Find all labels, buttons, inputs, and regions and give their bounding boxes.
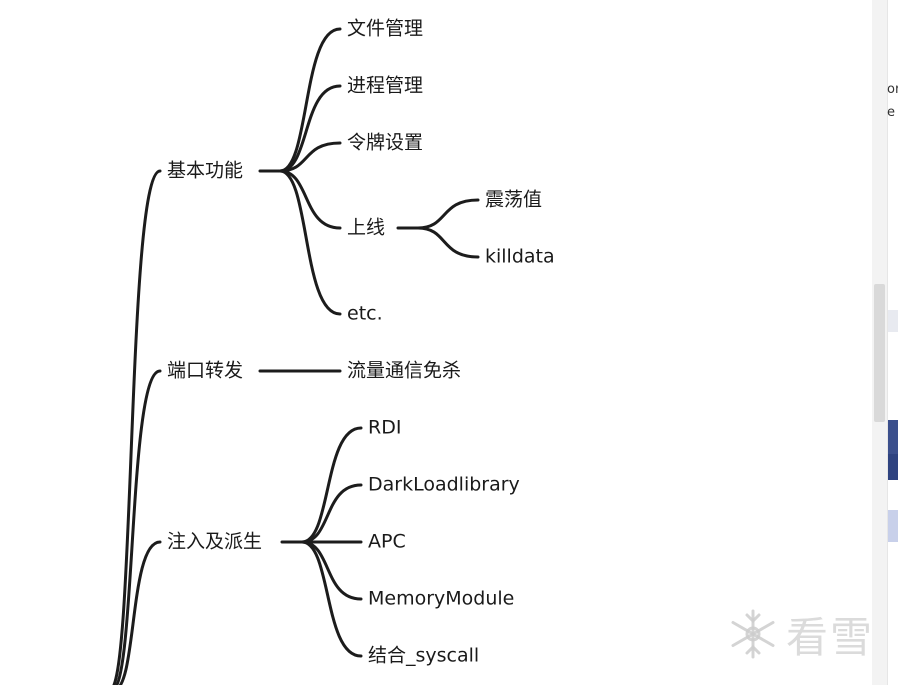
mindmap-connectors xyxy=(112,27,480,685)
connector-injection-child xyxy=(300,540,363,658)
fragment-block xyxy=(888,454,898,480)
node-token-settings[interactable]: 令牌设置 xyxy=(347,131,424,154)
fragment-block xyxy=(888,420,898,454)
node-killdata[interactable]: killdata xyxy=(485,245,555,268)
node-rdi[interactable]: RDI xyxy=(368,416,402,439)
watermark: 看雪 xyxy=(726,606,874,662)
connector-root-basic xyxy=(112,169,162,685)
connector-basic-child xyxy=(278,84,342,173)
scrollbar-thumb[interactable] xyxy=(874,284,885,422)
node-oscillation-value[interactable]: 震荡值 xyxy=(485,188,543,211)
branch-injection-spawn[interactable]: 注入及派生 xyxy=(167,530,263,553)
snowflake-icon xyxy=(731,609,775,659)
connector-root-injection xyxy=(118,540,162,685)
watermark-text: 看雪 xyxy=(786,612,875,662)
connector-injection-child xyxy=(300,540,363,601)
node-memorymodule[interactable]: MemoryModule xyxy=(368,587,515,610)
node-apc[interactable]: APC xyxy=(368,530,406,553)
mindmap-canvas: 基本功能 端口转发 注入及派生 文件管理 进程管理 令牌设置 上线 etc. 震… xyxy=(112,17,555,685)
fragment-block xyxy=(888,310,898,332)
fragment-text-2: e xyxy=(887,105,895,120)
connector-basic-child xyxy=(278,141,342,173)
connector-basic-child xyxy=(278,169,342,316)
node-process-management[interactable]: 进程管理 xyxy=(347,74,424,97)
node-file-management[interactable]: 文件管理 xyxy=(347,17,424,40)
connector-injection-child xyxy=(300,483,363,544)
node-traffic-evasion[interactable]: 流量通信免杀 xyxy=(347,359,462,382)
node-with-syscall[interactable]: 结合_syscall xyxy=(368,644,480,667)
connector-online-child xyxy=(416,226,480,259)
adjacent-page-fragment: or e xyxy=(872,0,898,685)
node-darkloadlibrary[interactable]: DarkLoadlibrary xyxy=(368,473,520,496)
connector-basic-child xyxy=(278,169,342,230)
node-online[interactable]: 上线 xyxy=(347,216,386,239)
connector-root-port xyxy=(114,369,162,685)
branch-port-forwarding[interactable]: 端口转发 xyxy=(167,359,244,382)
connector-online-child xyxy=(416,198,480,230)
node-etc[interactable]: etc. xyxy=(347,302,383,325)
fragment-text-1: or xyxy=(887,82,898,97)
connector-injection-child xyxy=(300,426,363,544)
branch-basic-functions[interactable]: 基本功能 xyxy=(167,159,244,182)
connector-basic-child xyxy=(278,27,342,173)
fragment-block xyxy=(888,510,898,542)
